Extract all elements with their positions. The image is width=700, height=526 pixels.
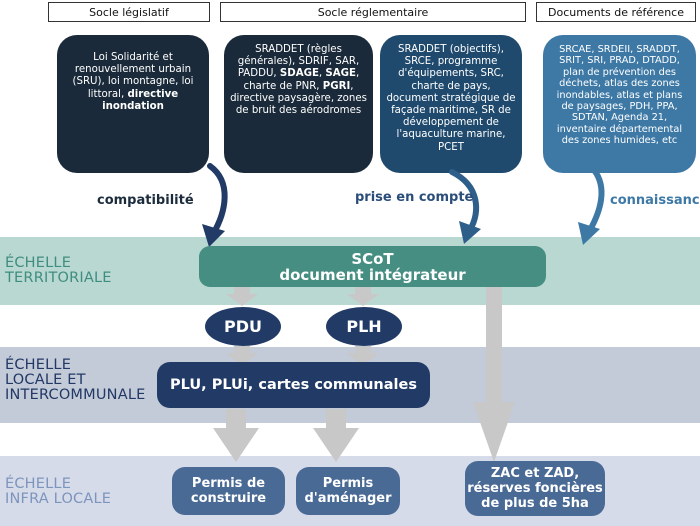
arrow-scot-to-zac [473, 287, 515, 462]
card-references-text: SRCAE, SRDEII, SRADDT, SRIT, SRI, PRAD, … [556, 44, 683, 147]
zac-line: réserves foncières [467, 481, 603, 496]
level-label-line: INFRA LOCALE [5, 491, 112, 507]
card-sraddet-regles-text: SRADDET (règles générales), SDRIF, SAR, … [237, 44, 360, 80]
card-sraddet-objectifs: SRADDET (objectifs), SRCE, programme d'é… [380, 35, 522, 173]
relation-connaissance: connaissance [610, 193, 700, 208]
grey-arrows [213, 287, 515, 462]
plu-label: PLU, PLUi, cartes communales [170, 377, 417, 393]
plh-label: PLH [346, 317, 382, 336]
arrow-pdu-to-plu [226, 346, 258, 366]
zac-line: ZAC et ZAD, [490, 466, 580, 481]
swoosh-compatibilite [207, 163, 228, 237]
zac-zad-box: ZAC et ZAD, réserves foncières de plus d… [465, 461, 605, 516]
card-sraddet-objectifs-text: SRADDET (objectifs), SRCE, programme d'é… [386, 44, 516, 153]
pdu-label: PDU [224, 317, 262, 336]
card-sraddet-regles: SRADDET (règles générales), SDRIF, SAR, … [224, 35, 373, 173]
header-socle-legislatif: Socle législatif [48, 2, 210, 22]
permis-amenager-line: d'aménager [304, 491, 392, 506]
permis-construire-box: Permis de construire [172, 467, 285, 515]
swoosh-prise-en-compte [449, 169, 479, 233]
relation-prise-en-compte: prise en compte [355, 190, 474, 205]
plh-oval: PLH [326, 307, 402, 346]
level-label-line: ÉCHELLE [5, 476, 72, 492]
arrow-plh-to-plu [347, 346, 379, 366]
swoosh-connaissance-head [578, 222, 600, 245]
card-sraddet-regles-text: , directive paysagère, zones de bruit de… [230, 80, 367, 117]
header-label: Socle réglementaire [317, 5, 429, 19]
swoosh-prise-en-compte-head [459, 221, 481, 244]
relation-compatibilite: compatibilité [97, 193, 194, 208]
card-sraddet-regles-sdage: SDAGE [279, 68, 319, 80]
level-label-line: LOCALE ET [5, 372, 86, 388]
card-references: SRCAE, SRDEII, SRADDT, SRIT, SRI, PRAD, … [543, 35, 696, 173]
level-label-territoriale: ÉCHELLE TERRITORIALE [5, 256, 112, 286]
arrow-scot-to-plh [347, 287, 379, 306]
scot-document-integrateur: SCoT document intégrateur [199, 246, 546, 287]
header-socle-reglementaire: Socle réglementaire [220, 2, 526, 22]
permis-amenager-box: Permis d'aménager [296, 467, 400, 515]
permis-construire-line: construire [190, 491, 267, 506]
header-documents-reference: Documents de référence [536, 2, 696, 22]
header-label: Socle législatif [89, 5, 169, 19]
plu-box: PLU, PLUi, cartes communales [157, 362, 430, 408]
swoosh-arrows [202, 163, 605, 247]
zac-line: de plus de 5ha [481, 496, 589, 511]
arrow-scot-to-pdu [226, 287, 258, 306]
level-label-line: ÉCHELLE [5, 357, 72, 373]
swoosh-connaissance [587, 167, 605, 233]
scot-subtitle: document intégrateur [279, 265, 466, 284]
card-lois-directive: directive inondation [102, 88, 179, 112]
card-lois: Loi Solidarité et renouvellement urbain … [57, 35, 209, 173]
scot-title: SCoT [351, 249, 394, 268]
arrow-plu-to-permis-amenager [313, 409, 359, 462]
pdu-oval: PDU [205, 307, 281, 346]
level-label-line: INTERCOMMUNALE [5, 387, 146, 403]
level-label-line: ÉCHELLE [5, 255, 72, 271]
swoosh-compatibilite-head [202, 224, 225, 247]
permis-construire-line: Permis de [191, 476, 266, 491]
card-sraddet-regles-text: , charte de PNR, [243, 68, 360, 92]
permis-amenager-line: Permis [322, 476, 374, 491]
level-label-infra: ÉCHELLE INFRA LOCALE [5, 477, 111, 507]
header-label: Documents de référence [548, 5, 684, 19]
card-lois-text: Loi Solidarité et renouvellement urbain … [72, 52, 194, 100]
level-label-locale: ÉCHELLE LOCALE ET INTERCOMMUNALE [5, 358, 145, 403]
card-sraddet-regles-pgri: PGRI [322, 80, 351, 92]
arrow-plu-to-permis-construire [213, 409, 259, 462]
level-label-line: TERRITORIALE [5, 270, 112, 286]
card-sraddet-regles-sage: SAGE [325, 68, 356, 80]
card-sraddet-regles-sep: , [318, 68, 326, 80]
